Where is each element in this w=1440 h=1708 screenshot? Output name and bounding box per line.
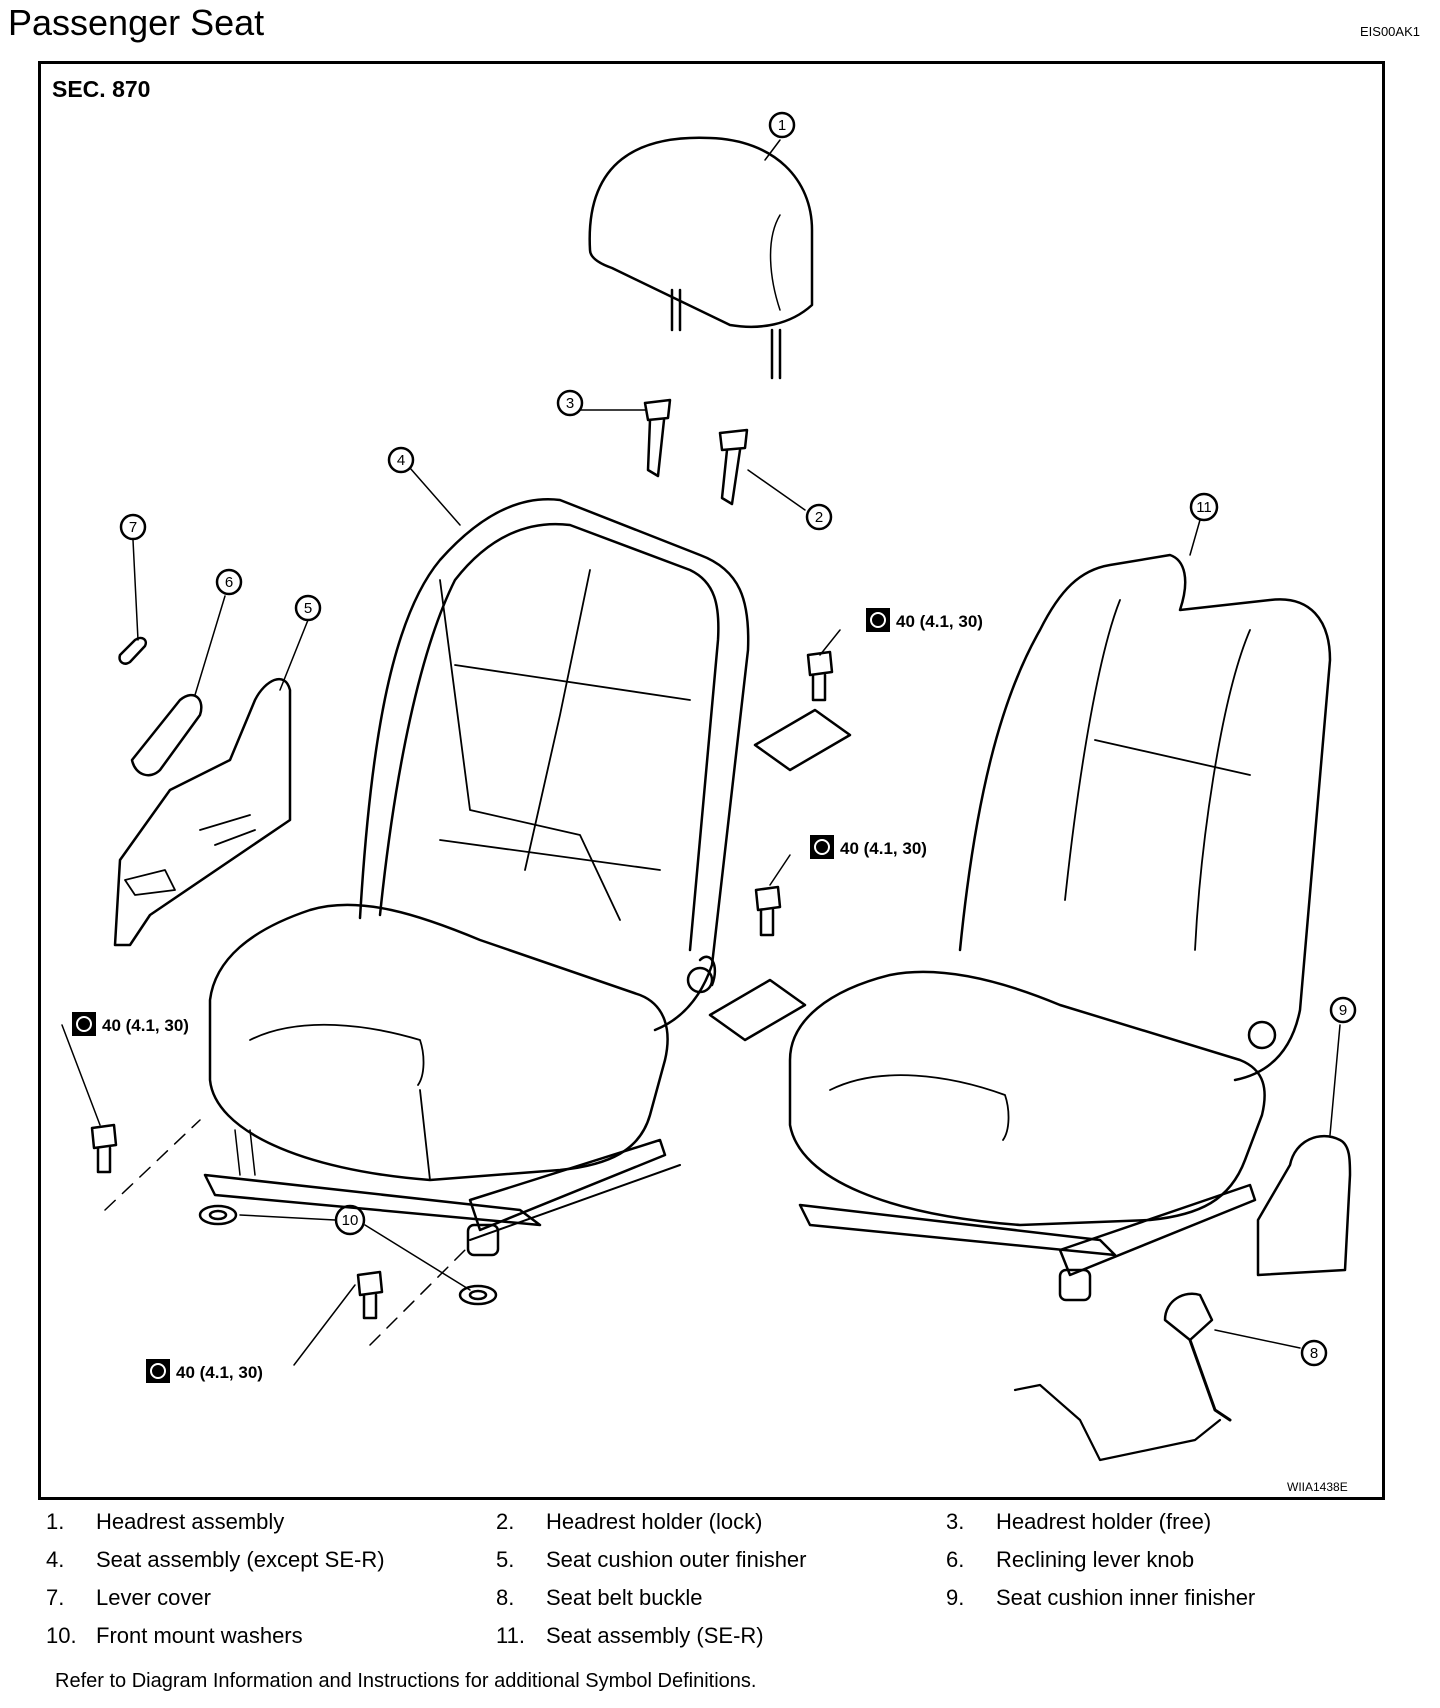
legend-text: Front mount washers <box>96 1623 303 1648</box>
front-mount-washers <box>198 1204 498 1306</box>
torque-spec-mid-right: 40 (4.1, 30) <box>840 839 927 858</box>
seat-assembly-right <box>788 553 1332 1302</box>
callout-9: 9 <box>1339 1002 1347 1019</box>
legend-item: 1. Headrest assembly <box>46 1509 284 1535</box>
callout-5: 5 <box>304 600 312 617</box>
legend-number: 11. <box>496 1623 525 1648</box>
document-code: EIS00AK1 <box>1360 24 1420 39</box>
legend-item: 11. Seat assembly (SE-R) <box>496 1623 764 1649</box>
page-title: Passenger Seat <box>8 2 265 43</box>
legend-number: 9. <box>946 1585 965 1610</box>
callout-3: 3 <box>566 395 574 412</box>
diagram-frame <box>38 61 1385 1500</box>
outer-finisher-parts <box>113 636 292 947</box>
legend-number: 7. <box>46 1585 65 1610</box>
torque-spec-left: 40 (4.1, 30) <box>102 1016 189 1035</box>
callout-2: 2 <box>815 509 823 526</box>
legend-number: 4. <box>46 1547 65 1572</box>
leader-lines <box>61 139 1341 1366</box>
legend-text: Seat assembly (SE-R) <box>546 1623 764 1648</box>
legend-number: 1. <box>46 1509 65 1534</box>
legend-item: 3. Headrest holder (free) <box>946 1509 1211 1535</box>
callout-6: 6 <box>225 574 233 591</box>
legend-number: 5. <box>496 1547 515 1572</box>
legend-item: 9. Seat cushion inner finisher <box>946 1585 1255 1611</box>
legend-item: 5. Seat cushion outer finisher <box>496 1547 807 1573</box>
headrest-assembly <box>588 136 814 380</box>
torque-symbols <box>72 608 890 1383</box>
legend-text: Headrest holder (free) <box>996 1509 1212 1534</box>
callout-11: 11 <box>1196 499 1212 516</box>
legend-text: Seat cushion outer finisher <box>546 1547 807 1572</box>
callout-7: 7 <box>129 519 137 536</box>
legend-item: 4. Seat assembly (except SE-R) <box>46 1547 385 1573</box>
legend-item: 7. Lever cover <box>46 1585 211 1611</box>
legend-text: Seat cushion inner finisher <box>996 1585 1256 1610</box>
callout-1: 1 <box>778 117 786 134</box>
legend-number: 8. <box>496 1585 515 1610</box>
legend-item: 8. Seat belt buckle <box>496 1585 703 1611</box>
torque-spec-upper-right: 40 (4.1, 30) <box>896 612 983 631</box>
legend-text: Headrest assembly <box>96 1509 285 1534</box>
section-label: SEC. 870 <box>52 76 151 102</box>
headrest-holders <box>643 398 749 506</box>
callout-4: 4 <box>397 452 405 469</box>
inner-finisher-and-buckle <box>1013 1134 1352 1462</box>
legend-text: Lever cover <box>96 1585 211 1610</box>
footnote: Refer to Diagram Information and Instruc… <box>55 1670 757 1692</box>
callout-8: 8 <box>1310 1345 1318 1362</box>
legend-text: Seat belt buckle <box>546 1585 703 1610</box>
callout-10: 10 <box>342 1212 359 1229</box>
legend-text: Seat assembly (except SE-R) <box>96 1547 385 1572</box>
legend-item: 10. Front mount washers <box>46 1623 303 1649</box>
legend-number: 10. <box>46 1623 77 1648</box>
mounting-bolts <box>90 650 852 1320</box>
legend-text: Reclining lever knob <box>996 1547 1195 1572</box>
seat-assembly-left <box>203 498 750 1257</box>
figure-code: WIIA1438E <box>1287 1480 1348 1494</box>
torque-spec-bottom: 40 (4.1, 30) <box>176 1363 263 1382</box>
legend-text: Headrest holder (lock) <box>546 1509 763 1534</box>
callouts <box>119 111 1357 1367</box>
legend-item: 6. Reclining lever knob <box>946 1547 1194 1573</box>
legend-number: 3. <box>946 1509 965 1534</box>
legend-item: 2. Headrest holder (lock) <box>496 1509 762 1535</box>
legend-number: 6. <box>946 1547 965 1572</box>
legend-number: 2. <box>496 1509 515 1534</box>
